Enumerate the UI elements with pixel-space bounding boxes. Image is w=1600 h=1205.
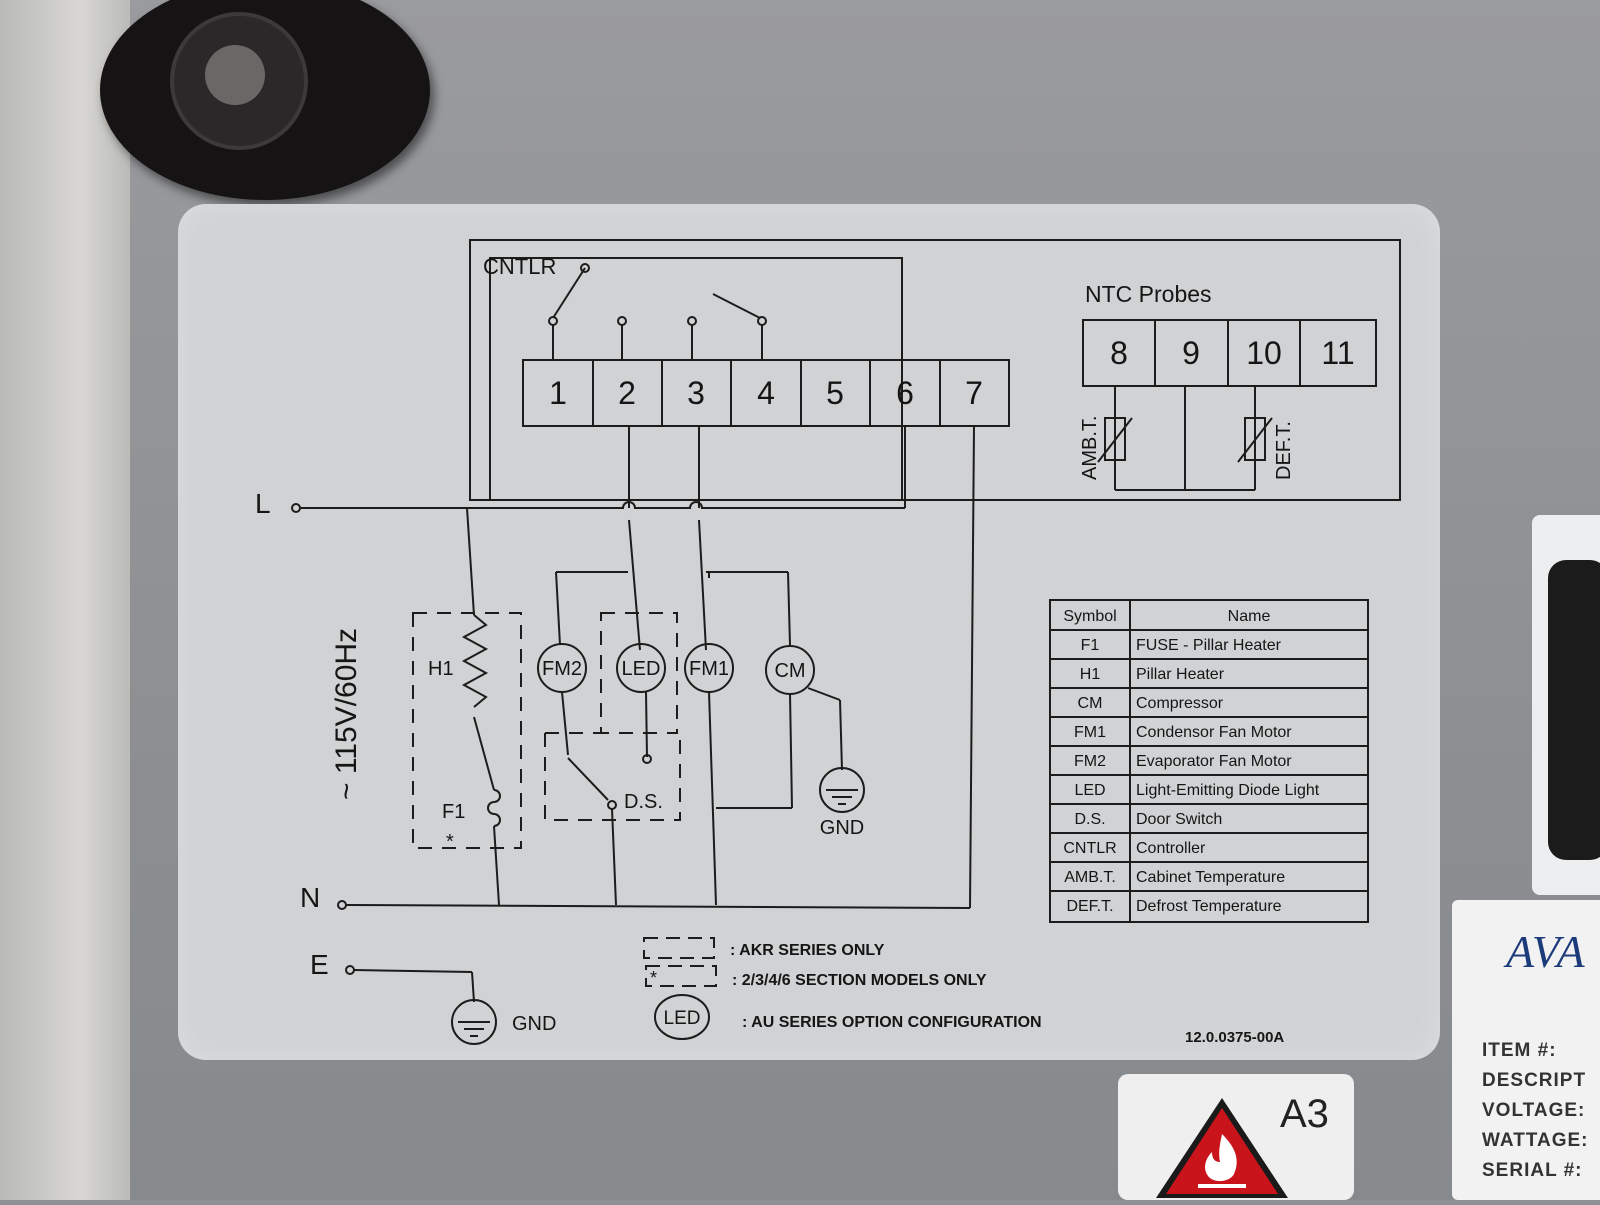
led-dashed-box <box>600 612 678 734</box>
terminal-7: 7 <box>965 375 983 411</box>
terminal-3: 3 <box>687 375 705 411</box>
rating-serial-field: SERIAL #: <box>1482 1160 1583 1181</box>
wiring-diagram: CNTLR 1 2 3 4 5 6 7 NTC Probes <box>255 239 1401 1046</box>
led-light <box>616 643 666 693</box>
earth-gnd-label: GND <box>512 1013 556 1035</box>
fm1-label: FM1 <box>689 658 729 680</box>
legend-name-fm2: Evaporator Fan Motor <box>1136 753 1292 770</box>
legend-name-ds: Door Switch <box>1136 811 1222 828</box>
ntc-terminal-9: 9 <box>1182 335 1200 371</box>
line-e-label: E <box>310 949 329 980</box>
legend-name-cntlr: Controller <box>1136 840 1206 857</box>
line-n-terminal <box>337 900 347 910</box>
fm2-label: FM2 <box>542 658 582 680</box>
line-n-label: N <box>300 882 320 913</box>
terminal-5: 5 <box>826 375 844 411</box>
document-code: 12.0.0375-00A <box>1185 1029 1284 1046</box>
door-switch-label: D.S. <box>624 791 663 813</box>
cm-label: CM <box>774 660 805 682</box>
controller-label: CNTLR <box>483 254 556 279</box>
terminal-6: 6 <box>896 375 914 411</box>
cm-gnd-label: GND <box>820 817 864 839</box>
legend-name-ambt: Cabinet Temperature <box>1136 869 1285 886</box>
line-l-terminal <box>291 503 301 513</box>
relay-box-outline <box>489 257 903 501</box>
warning-code: A3 <box>1280 1092 1329 1136</box>
line-l-wire <box>300 501 905 509</box>
door-switch-contact <box>567 757 609 801</box>
amb-probe-label: AMB.T. <box>1079 416 1101 480</box>
legend-symbol-cntlr: CNTLR <box>1063 840 1116 857</box>
terminal-1: 1 <box>549 375 567 411</box>
line-l-label: L <box>255 488 271 519</box>
legend-symbol-f1: F1 <box>1081 637 1100 654</box>
ntc-terminal-10: 10 <box>1246 335 1282 371</box>
ntc-terminal-11: 11 <box>1321 335 1354 371</box>
flammable-warning-label <box>1118 1074 1354 1200</box>
brand-logo-text: AVA <box>1506 926 1585 977</box>
led-note-symbol <box>654 994 710 1040</box>
grommet-screw <box>205 45 265 105</box>
legend-symbol-ambt: AMB.T. <box>1064 869 1116 886</box>
rating-voltage-field: VOLTAGE: <box>1482 1100 1586 1121</box>
line-e-terminal <box>345 965 355 975</box>
f1-fuse-symbol <box>487 789 501 827</box>
controller-box-outline <box>469 239 1401 501</box>
f1-label: F1 <box>442 801 465 823</box>
section-note: : 2/3/4/6 SECTION MODELS ONLY <box>732 972 987 989</box>
f1-star: * <box>446 831 454 853</box>
amb-thermistor <box>1104 417 1126 461</box>
legend-symbol-h1: H1 <box>1080 666 1101 683</box>
ntc-probes-title: NTC Probes <box>1085 281 1212 307</box>
legend-symbol-deft: DEF.T. <box>1066 898 1113 915</box>
terminal-strip <box>522 359 1010 427</box>
legend-name-fm1: Condensor Fan Motor <box>1136 724 1292 741</box>
terminal-2: 2 <box>618 375 636 411</box>
terminal-4: 4 <box>757 375 775 411</box>
supply-voltage-label: ~ 115V/60Hz <box>330 628 363 800</box>
cm-ground-symbol <box>819 767 865 813</box>
ntc-probe-wiring <box>1097 386 1273 491</box>
symbol-legend-table <box>1049 599 1369 923</box>
def-thermistor <box>1244 417 1266 461</box>
earth-ground-symbol <box>451 999 497 1045</box>
legend-symbol-fm2: FM2 <box>1074 753 1106 770</box>
legend-header-name: Name <box>1228 608 1271 625</box>
h1-label: H1 <box>428 658 454 680</box>
led-label: LED <box>622 658 661 680</box>
wiring-diagram-label: CNTLR 1 2 3 4 5 6 7 NTC Probes <box>178 204 1440 1060</box>
akr-dashed-box <box>412 612 522 849</box>
ds-dashed-box <box>544 732 681 821</box>
flammable-icon <box>1156 1098 1288 1198</box>
led-note-label: LED <box>664 1008 701 1029</box>
grommet-hole <box>170 12 308 150</box>
legend-name-led: Light-Emitting Diode Light <box>1136 782 1320 799</box>
rating-description-field: DESCRIPT <box>1482 1070 1587 1091</box>
akr-note-symbol <box>643 937 715 959</box>
ntc-terminal-8: 8 <box>1110 335 1128 371</box>
rating-plate <box>1452 900 1600 1200</box>
rating-wattage-field: WATTAGE: <box>1482 1130 1589 1151</box>
akr-note: : AKR SERIES ONLY <box>730 942 885 959</box>
legend-symbol-ds: D.S. <box>1074 811 1105 828</box>
ntc-terminal-strip <box>1082 319 1377 387</box>
section-note-symbol <box>645 965 717 987</box>
legend-name-f1: FUSE - Pillar Heater <box>1136 637 1282 654</box>
legend-symbol-led: LED <box>1074 782 1105 799</box>
rating-item-field: ITEM #: <box>1482 1040 1557 1061</box>
relay-contacts <box>548 263 767 360</box>
legend-name-deft: Defrost Temperature <box>1136 898 1282 915</box>
line-n-wire <box>345 904 971 909</box>
legend-symbol-fm1: FM1 <box>1074 724 1106 741</box>
legend-header-symbol: Symbol <box>1063 608 1116 625</box>
legend-name-h1: Pillar Heater <box>1136 666 1225 683</box>
legend-symbol-cm: CM <box>1078 695 1103 712</box>
side-sticker-badge <box>1548 560 1600 860</box>
section-note-star: * <box>650 968 657 988</box>
au-note: : AU SERIES OPTION CONFIGURATION <box>742 1014 1042 1031</box>
legend-name-cm: Compressor <box>1136 695 1224 712</box>
h1-heater-symbol <box>461 614 489 708</box>
def-probe-label: DEF.T. <box>1273 421 1295 480</box>
